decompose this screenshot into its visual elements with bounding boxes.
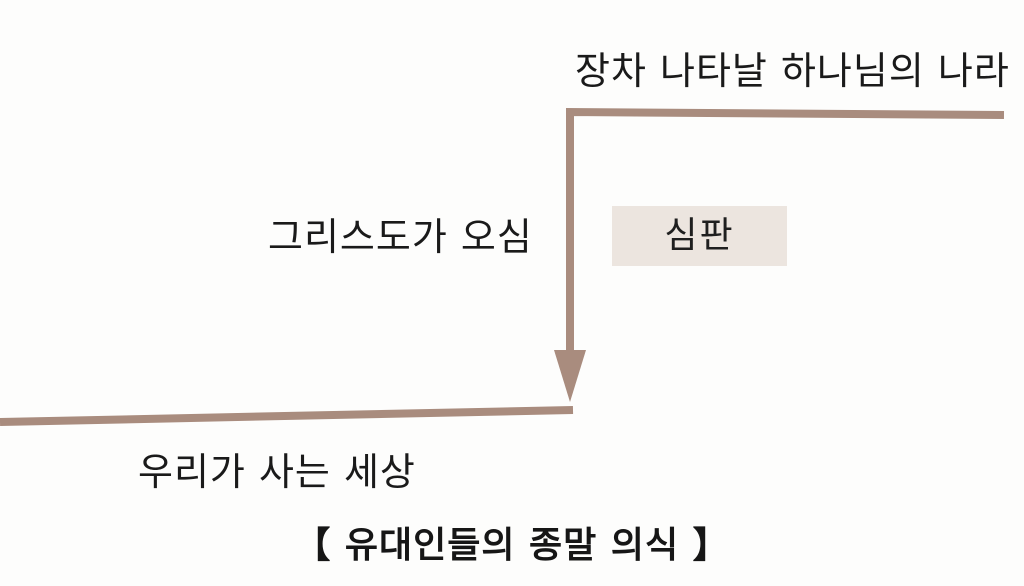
figure-caption: 【 유대인들의 종말 의식 】 [0,528,1024,564]
judgment-label: 심판 [664,215,735,256]
caption-close-bracket: 】 [692,525,730,566]
caption-text: 유대인들의 종말 의식 [344,525,680,566]
judgment-box: 심판 [612,206,787,266]
down-arrow-head [554,350,586,402]
christ-coming-label: 그리스도가 오심 [268,215,533,259]
future-kingdom-label: 장차 나타날 하나님의 나라 [575,49,1010,93]
caption-open-bracket: 【 [294,525,332,566]
present-world-label: 우리가 사는 세상 [138,450,416,494]
kingdom-of-god-line [566,107,1005,360]
present-world-line [0,406,574,426]
